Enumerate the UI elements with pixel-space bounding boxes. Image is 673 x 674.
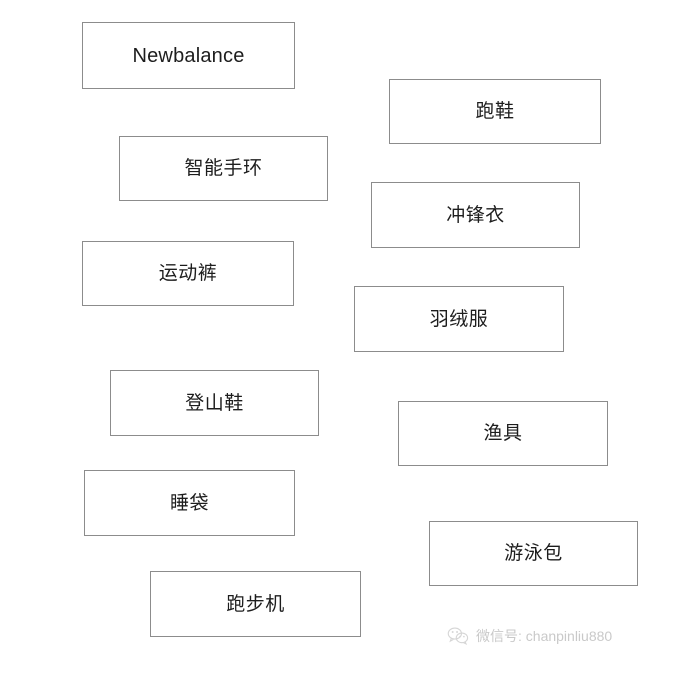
node-box[interactable]: 智能手环	[119, 136, 328, 201]
node-box[interactable]: 渔具	[398, 401, 608, 466]
node-label: 运动裤	[158, 263, 218, 284]
wechat-watermark: 微信号: chanpinliu880	[447, 626, 612, 645]
node-label: 羽绒服	[429, 308, 489, 330]
node-label: Newbalance	[132, 44, 245, 67]
node-label: 睡袋	[169, 492, 209, 514]
node-label: 跑鞋	[475, 101, 515, 122]
node-box[interactable]: 登山鞋	[110, 370, 319, 436]
node-box[interactable]: 羽绒服	[354, 286, 564, 352]
node-label: 游泳包	[504, 543, 563, 564]
node-label: 渔具	[483, 423, 523, 444]
node-label: 跑步机	[226, 593, 285, 615]
wechat-icon	[447, 626, 469, 645]
node-box[interactable]: 跑鞋	[389, 79, 601, 144]
node-box[interactable]: 冲锋衣	[371, 182, 580, 248]
node-box[interactable]: 游泳包	[429, 521, 638, 586]
node-box[interactable]: Newbalance	[82, 22, 295, 89]
wechat-id-text: 微信号: chanpinliu880	[476, 627, 613, 644]
node-box[interactable]: 运动裤	[82, 241, 294, 306]
node-label: 登山鞋	[185, 392, 244, 414]
node-box[interactable]: 跑步机	[150, 571, 361, 637]
node-label: 冲锋衣	[446, 204, 505, 226]
node-label: 智能手环	[184, 158, 263, 179]
node-box[interactable]: 睡袋	[84, 470, 295, 536]
